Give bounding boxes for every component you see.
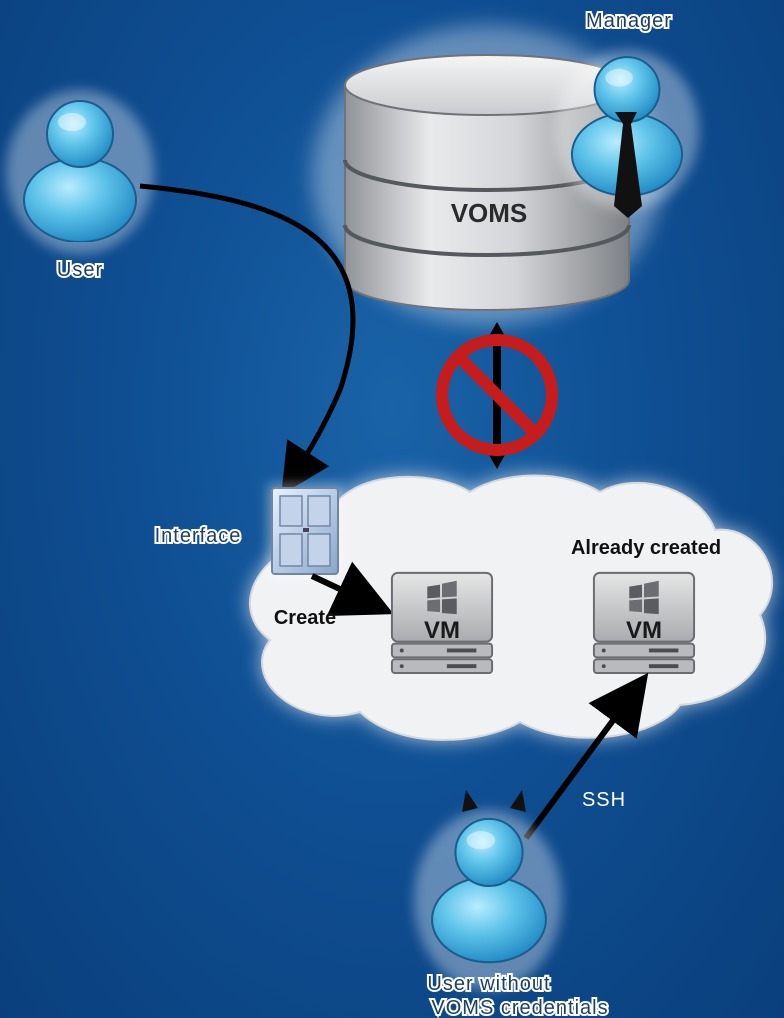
prohibited-icon: [436, 322, 558, 469]
user-label: User: [57, 259, 103, 281]
interface-label: Interface: [155, 525, 242, 547]
vm-label-created: VM: [424, 617, 460, 644]
user-icon: [6, 90, 154, 254]
door-icon: [268, 484, 342, 578]
ssh-arrow: [523, 672, 649, 840]
manager-label: Manager: [586, 10, 672, 32]
already-created-label: Already created: [571, 537, 721, 559]
create-arrow: [310, 561, 394, 616]
user-without-label-line2: VOMS credentials: [431, 997, 608, 1018]
devil-user-icon: [414, 790, 562, 990]
ssh-label: SSH: [582, 789, 626, 811]
manager-icon: [555, 50, 699, 218]
vm-label-existing: VM: [626, 617, 662, 644]
user-to-interface-arrow: [139, 183, 356, 495]
create-label: Create: [274, 607, 336, 629]
database-label: VOMS: [451, 198, 528, 228]
user-without-label-line1: User without: [427, 973, 550, 995]
